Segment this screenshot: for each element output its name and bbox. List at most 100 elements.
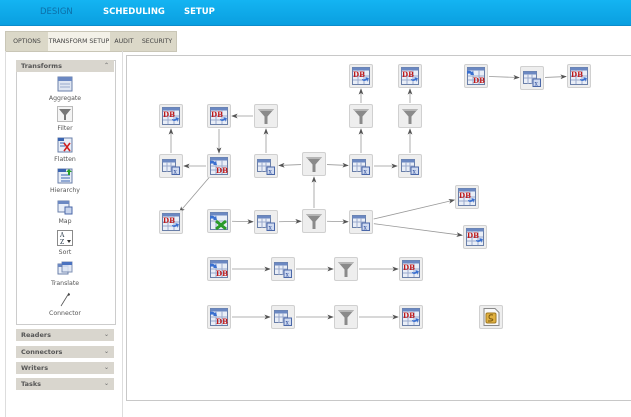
section-connectors[interactable]: Connectors ⌄ <box>16 346 114 358</box>
section-readers[interactable]: Readers ⌄ <box>16 329 114 341</box>
tool-filter[interactable]: Filter <box>16 106 114 132</box>
node-map[interactable]: x <box>520 66 544 90</box>
node-map[interactable]: x <box>271 257 295 281</box>
node-db-writer[interactable]: DB <box>207 104 231 128</box>
tool-flatten[interactable]: Flatten <box>16 137 114 163</box>
node-map[interactable]: x <box>271 305 295 329</box>
node-db-writer[interactable]: DB <box>159 210 183 234</box>
filter-icon <box>57 106 73 122</box>
chevron-up-icon[interactable]: ⌃ <box>103 62 109 69</box>
node-db-reader[interactable]: DB <box>207 305 231 329</box>
node-filter[interactable] <box>334 305 358 329</box>
section-title: Readers <box>21 331 51 339</box>
svg-text:DB: DB <box>353 70 365 79</box>
svg-text:x: x <box>364 225 368 232</box>
connector-icon <box>57 291 73 307</box>
map-icon <box>57 199 73 215</box>
node-map[interactable]: x <box>159 154 183 178</box>
tool-label: Flatten <box>54 156 76 163</box>
node-script[interactable] <box>479 305 503 329</box>
nav-design[interactable]: DESIGN <box>40 7 73 17</box>
svg-text:DB: DB <box>216 317 228 326</box>
connector-m7-w8[interactable] <box>544 74 567 80</box>
connector-f4-m3[interactable] <box>326 162 349 168</box>
tab-transform-setup[interactable]: TRANSFORM SETUP <box>48 32 110 51</box>
svg-text:x: x <box>364 169 368 176</box>
node-filter[interactable] <box>398 104 422 128</box>
section-title: Tasks <box>21 380 42 388</box>
node-db-reader[interactable]: DB <box>207 154 231 178</box>
tab-strip: OPTIONS TRANSFORM SETUP AUDIT SECURITY <box>5 31 177 52</box>
tool-label: Hierarchy <box>50 187 80 194</box>
node-db-writer[interactable]: DB <box>349 64 373 88</box>
aggregate-icon <box>57 76 73 92</box>
svg-text:x: x <box>269 169 273 176</box>
svg-text:DB: DB <box>459 191 471 200</box>
tool-aggregate[interactable]: Aggregate <box>16 76 114 102</box>
svg-text:DB: DB <box>403 311 415 320</box>
node-filter[interactable] <box>302 152 326 176</box>
hierarchy-icon <box>57 168 73 184</box>
section-tasks[interactable]: Tasks ⌄ <box>16 378 114 390</box>
node-filter[interactable] <box>302 209 326 233</box>
node-db-writer[interactable]: DB <box>399 305 423 329</box>
connector-r2-m7[interactable] <box>488 74 520 80</box>
node-map[interactable]: x <box>398 154 422 178</box>
tab-options[interactable]: OPTIONS <box>13 38 41 45</box>
svg-text:Z: Z <box>60 239 64 246</box>
node-map[interactable]: x <box>349 210 373 234</box>
svg-text:DB: DB <box>403 263 415 272</box>
section-title: Connectors <box>21 348 63 356</box>
tool-label: Translate <box>50 280 80 287</box>
node-map[interactable]: x <box>254 154 278 178</box>
node-db-writer[interactable]: DB <box>399 257 423 281</box>
node-db-reader[interactable]: DB <box>464 64 488 88</box>
transforms-title: Transforms <box>21 62 62 70</box>
sidebar <box>5 51 123 417</box>
svg-text:DB: DB <box>163 110 175 119</box>
tool-translate[interactable]: Translate <box>16 261 114 287</box>
tool-label: Filter <box>57 125 73 132</box>
svg-text:DB: DB <box>467 231 479 240</box>
section-writers[interactable]: Writers ⌄ <box>16 362 114 374</box>
connector-layer <box>168 74 567 320</box>
node-db-writer[interactable]: DB <box>463 225 487 249</box>
tool-label: Connector <box>49 310 81 317</box>
node-filter[interactable] <box>349 104 373 128</box>
tool-connector[interactable]: Connector <box>16 291 114 317</box>
chevron-down-icon[interactable]: ⌄ <box>103 331 109 338</box>
chevron-down-icon[interactable]: ⌄ <box>103 364 109 371</box>
transforms-panel-header[interactable]: Transforms ⌃ <box>16 60 114 72</box>
connector-r1-w5[interactable] <box>178 175 211 213</box>
tab-audit[interactable]: AUDIT <box>114 38 134 45</box>
svg-text:DB: DB <box>571 70 583 79</box>
tool-map[interactable]: Map <box>16 199 114 225</box>
nav-scheduling[interactable]: SCHEDULING <box>103 7 165 17</box>
chevron-down-icon[interactable]: ⌄ <box>103 380 109 387</box>
svg-text:x: x <box>535 81 539 88</box>
tab-security[interactable]: SECURITY <box>141 38 173 45</box>
nav-setup[interactable]: SETUP <box>184 7 215 17</box>
node-map[interactable]: x <box>254 210 278 234</box>
node-filter[interactable] <box>254 104 278 128</box>
node-map[interactable]: x <box>349 154 373 178</box>
tool-label: Sort <box>58 249 72 256</box>
node-db-writer[interactable]: DB <box>159 104 183 128</box>
connector-f4-m2[interactable] <box>278 162 302 168</box>
node-filter[interactable] <box>334 257 358 281</box>
node-excel-reader[interactable] <box>207 209 231 233</box>
node-db-writer[interactable]: DB <box>567 64 591 88</box>
chevron-down-icon[interactable]: ⌄ <box>103 348 109 355</box>
node-db-writer[interactable]: DB <box>398 64 422 88</box>
node-db-reader[interactable]: DB <box>207 257 231 281</box>
svg-text:A: A <box>59 232 65 239</box>
tool-hierarchy[interactable]: Hierarchy <box>16 168 114 194</box>
connector-m6-w6[interactable] <box>373 198 456 220</box>
svg-text:x: x <box>174 169 178 176</box>
node-db-writer[interactable]: DB <box>455 185 479 209</box>
svg-text:DB: DB <box>216 166 228 175</box>
connector-m6-w7[interactable] <box>373 223 463 237</box>
